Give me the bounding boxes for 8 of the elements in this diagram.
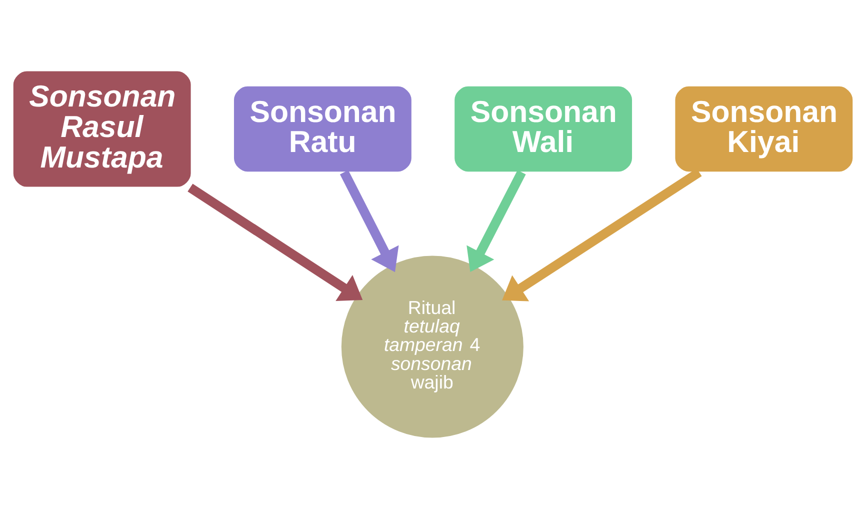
arrow: [188, 184, 363, 301]
node-circle: Ritual tetulaq tamperan 4 sonsonan wajib: [340, 254, 525, 439]
node-box: Sonsonan Rasul Mustapa: [12, 70, 192, 188]
node-box: Sonsonan Wali: [453, 85, 634, 173]
arrow: [340, 170, 399, 272]
node-box: Sonsonan Ratu: [232, 85, 413, 173]
node-box: Sonsonan Kiyai: [674, 85, 854, 173]
arrow: [466, 170, 526, 272]
